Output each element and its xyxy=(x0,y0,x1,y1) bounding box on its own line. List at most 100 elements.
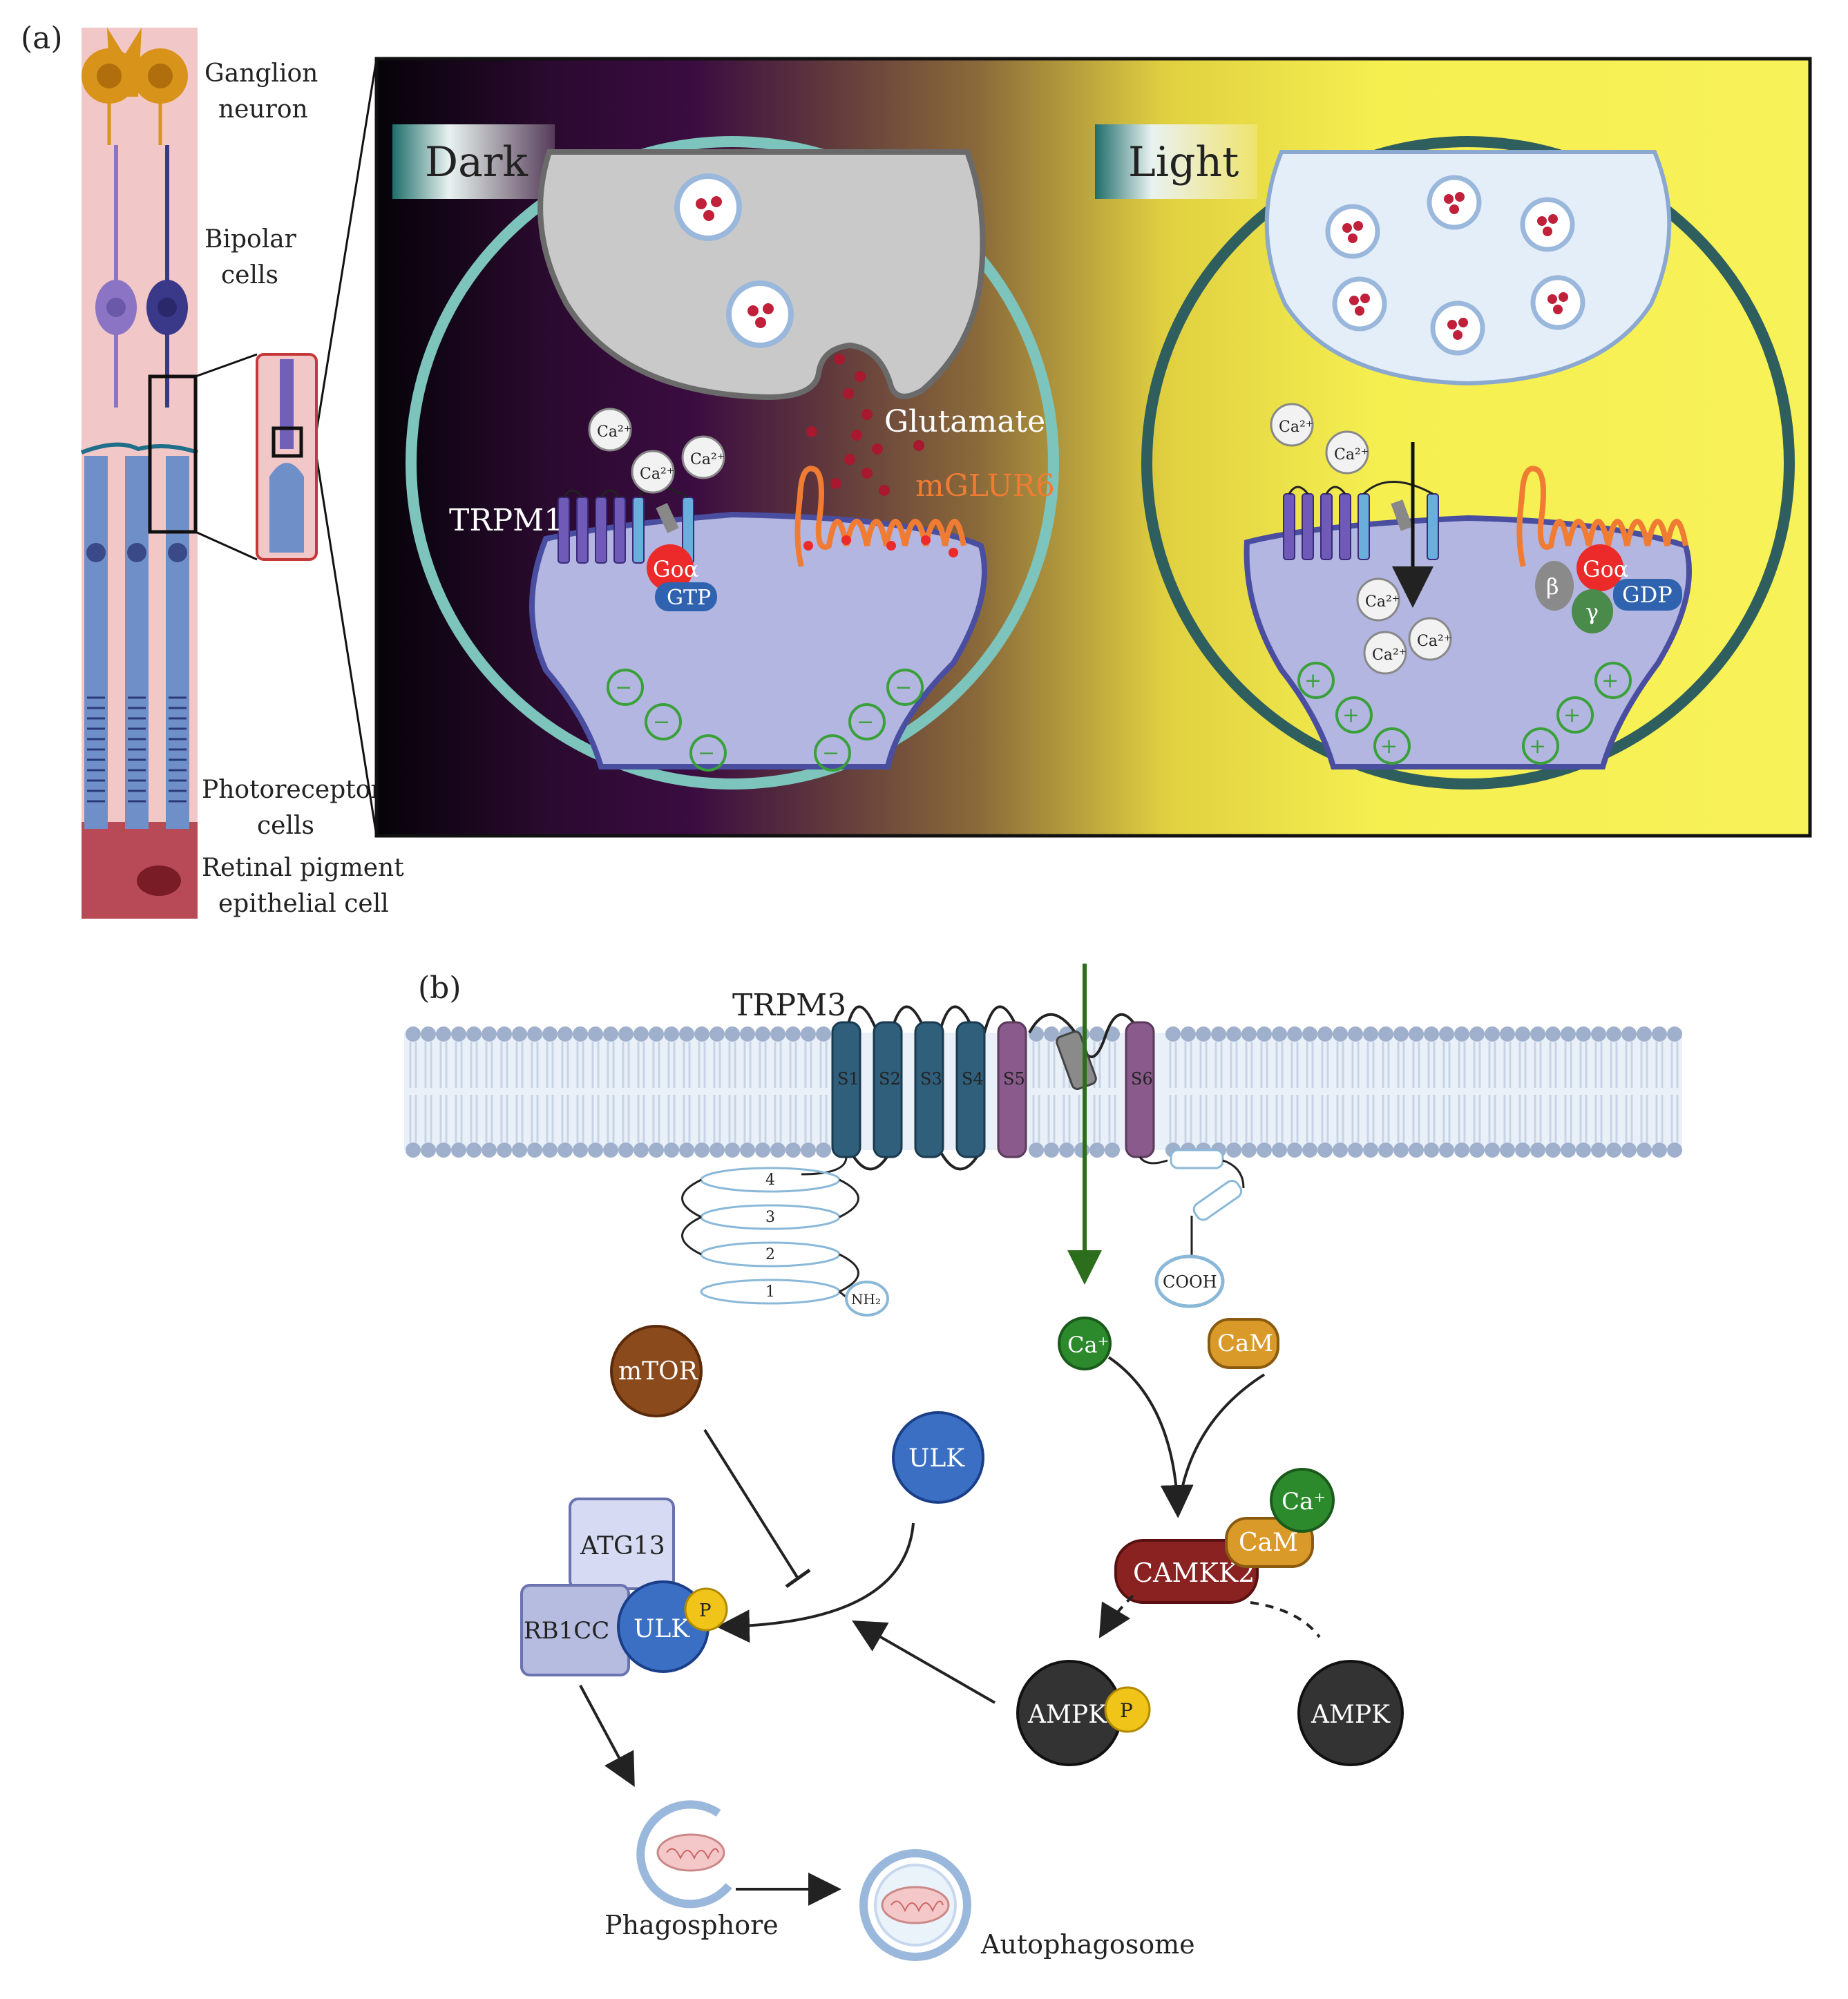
trpm3-label: TRPM3 xyxy=(732,988,846,1023)
svg-text:+: + xyxy=(1601,669,1619,693)
cam-protein: CaM xyxy=(1208,1318,1279,1369)
svg-text:GTP: GTP xyxy=(667,586,711,610)
svg-text:−: − xyxy=(822,741,839,765)
cam-to-camkk2-arrow xyxy=(1177,1373,1266,1513)
svg-text:Ca²⁺: Ca²⁺ xyxy=(1365,593,1400,611)
camkk2-to-ampk-arrow xyxy=(1098,1594,1134,1638)
segment-s1 xyxy=(831,1021,861,1158)
svg-text:1: 1 xyxy=(765,1283,775,1301)
svg-text:CaM: CaM xyxy=(1239,1529,1298,1557)
svg-text:Ca²⁺: Ca²⁺ xyxy=(1279,419,1313,436)
svg-text:NH₂: NH₂ xyxy=(851,1291,881,1308)
dark-ca-ions: Ca²⁺ Ca²⁺ Ca²⁺ xyxy=(588,408,725,494)
svg-text:Ca⁺: Ca⁺ xyxy=(1067,1332,1109,1358)
svg-text:S2: S2 xyxy=(879,1069,901,1089)
svg-text:−: − xyxy=(895,676,912,700)
trpm1-label: TRPM1 xyxy=(449,503,563,538)
dark-goa: Goα xyxy=(647,544,698,591)
dark-presynaptic-terminal xyxy=(537,149,986,401)
glutamate-label: Glutamate xyxy=(884,404,1045,439)
svg-text:+: + xyxy=(1563,703,1581,727)
svg-text:−: − xyxy=(857,710,874,734)
mtor: mTOR xyxy=(610,1325,703,1417)
zoom-box-1 xyxy=(148,374,198,534)
dark-synapse: Glutamate mGLUR6 TRPM1 Goα GTP Ca²⁺ xyxy=(406,136,1059,790)
ampk-to-camkk2-dash xyxy=(1250,1601,1321,1638)
retina-labels: Ganglion neuron Bipolar cells Photorecep… xyxy=(202,59,404,918)
dark-mglur6 xyxy=(794,466,966,567)
camkk2 xyxy=(1114,1539,1259,1604)
svg-text:2: 2 xyxy=(765,1246,775,1263)
cooh-terminus: COOH xyxy=(1139,1149,1245,1308)
svg-text:S6: S6 xyxy=(1131,1069,1153,1089)
ganglion-label-2: neuron xyxy=(218,95,308,124)
svg-text:P: P xyxy=(699,1600,712,1621)
segment-s2 xyxy=(873,1021,903,1158)
segment-s6 xyxy=(1125,1021,1155,1158)
svg-text:Ca²⁺: Ca²⁺ xyxy=(1372,647,1407,664)
ulk: ULK xyxy=(892,1411,984,1504)
segment-s3 xyxy=(914,1021,944,1158)
photoreceptor-label-2: cells xyxy=(257,812,314,840)
mglur6-label: mGLUR6 xyxy=(915,468,1055,504)
svg-text:−: − xyxy=(653,710,670,734)
svg-text:Goα: Goα xyxy=(1583,556,1628,582)
light-title: Light xyxy=(1128,138,1239,186)
light-mglur6 xyxy=(1516,466,1688,567)
ulk-to-complex-arrow xyxy=(716,1522,915,1643)
zoom-box-2 xyxy=(256,353,318,561)
glutamate-particles xyxy=(806,354,924,496)
camkk2-ca xyxy=(1270,1468,1335,1533)
rpe-layer xyxy=(82,822,198,919)
svg-text:+: + xyxy=(1380,734,1398,758)
svg-text:Ca⁺: Ca⁺ xyxy=(1282,1488,1326,1515)
photoreceptor-2 xyxy=(125,456,149,829)
svg-text:Ca²⁺: Ca²⁺ xyxy=(690,451,725,468)
dark-trpm1-channel xyxy=(558,497,694,564)
svg-text:S4: S4 xyxy=(962,1069,984,1089)
light-circle xyxy=(1141,136,1795,790)
ca-ion: Ca⁺ xyxy=(1058,1317,1112,1370)
ulk-phosphate xyxy=(684,1587,728,1632)
svg-text:CaM: CaM xyxy=(1217,1330,1273,1357)
light-postsynaptic xyxy=(1244,515,1692,769)
svg-text:Autophagosome: Autophagosome xyxy=(980,1929,1195,1960)
segment-s4 xyxy=(955,1021,986,1158)
svg-text:Ca²⁺: Ca²⁺ xyxy=(1334,446,1369,463)
svg-text:P: P xyxy=(1120,1699,1133,1722)
dark-vesicles xyxy=(674,173,794,348)
svg-text:Ca²⁺: Ca²⁺ xyxy=(640,466,674,483)
ampk-to-ulk-arrow xyxy=(852,1620,996,1704)
light-plus-charges: + + + + + + xyxy=(1297,662,1632,765)
light-ca-ions: Ca²⁺ Ca²⁺ Ca²⁺ Ca²⁺ Ca²⁺ xyxy=(1270,403,1452,675)
light-g-protein: β Goα γ GDP xyxy=(1535,544,1682,633)
zoom-connectors xyxy=(195,58,378,836)
ulk-complex: ATG13 RB1CC ULK P xyxy=(520,1498,728,1676)
svg-text:S3: S3 xyxy=(920,1069,942,1089)
svg-text:3: 3 xyxy=(765,1209,775,1226)
camkk2-complex: CAMKK2 CaM Ca⁺ xyxy=(1114,1468,1335,1604)
svg-text:4: 4 xyxy=(765,1171,775,1189)
rpe-nucleus xyxy=(137,865,181,896)
svg-text:RB1CC: RB1CC xyxy=(524,1617,609,1645)
svg-text:−: − xyxy=(615,676,632,700)
light-title-tag: Light xyxy=(1095,124,1257,199)
retina-column xyxy=(80,28,198,919)
dark-circle xyxy=(406,136,1059,790)
dark-minus-charges: − − − − − − xyxy=(607,669,924,772)
svg-text:ATG13: ATG13 xyxy=(580,1532,665,1560)
svg-text:Ca²⁺: Ca²⁺ xyxy=(597,423,631,441)
photoreceptor-1 xyxy=(84,456,108,829)
trpm3-channel: TRPM3 S1 S2 S3 S4 S5 S6 xyxy=(681,988,1245,1317)
dark-gtp: GTP xyxy=(655,582,717,611)
dark-title-tag: Dark xyxy=(392,124,555,199)
svg-text:S1: S1 xyxy=(837,1069,859,1089)
panel-a-tag: (a) xyxy=(21,21,63,56)
segment-s5 xyxy=(997,1021,1027,1158)
ca-to-camkk2-arrow xyxy=(1107,1356,1194,1518)
svg-text:Goα: Goα xyxy=(653,556,698,582)
complex-to-phagosphore-arrow xyxy=(579,1685,635,1788)
light-vesicles xyxy=(1325,175,1585,356)
svg-text:Ca²⁺: Ca²⁺ xyxy=(1417,633,1451,650)
